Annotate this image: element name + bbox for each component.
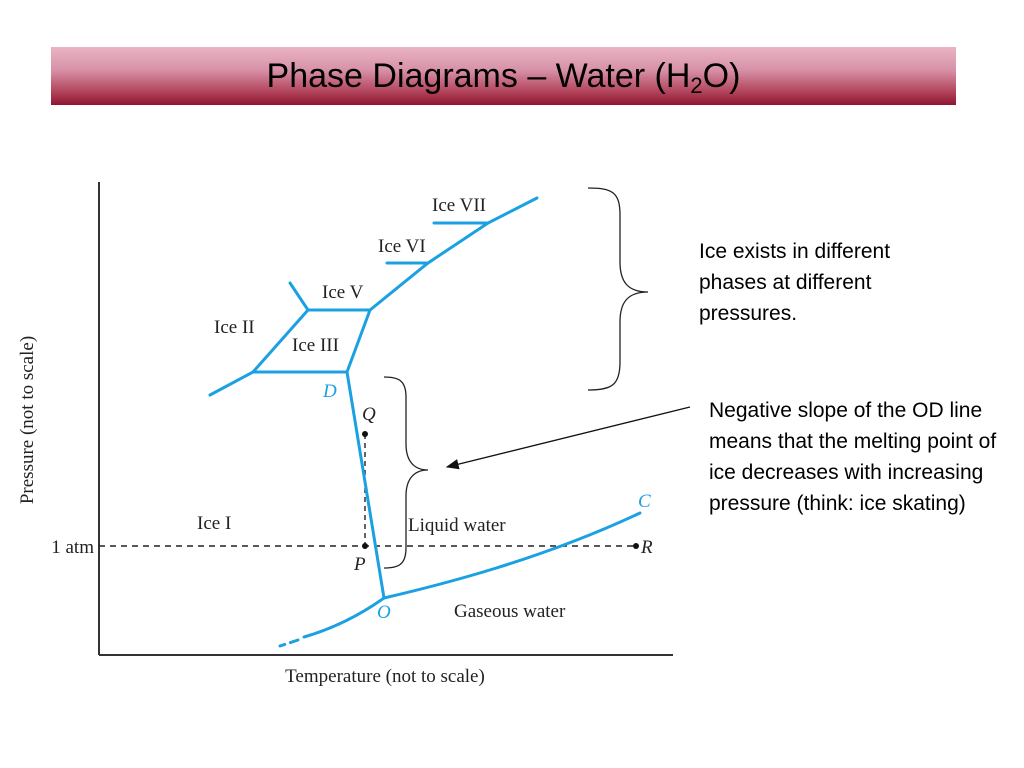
annotation-arrow [445,406,691,470]
title-main: Phase Diagrams – Water (H [266,56,691,95]
label-d: D [322,381,337,402]
y-axis-label: Pressure (not to scale) [17,336,38,504]
region-ice-vii: Ice VII [432,195,486,216]
brace-lower [383,376,429,569]
sublimation-curve-dashed [278,638,300,648]
label-q: Q [362,404,376,425]
slide-title: Phase Diagrams – Water (H2O) [266,56,741,98]
atm-label: 1 atm [51,537,94,558]
oc-vaporization-curve [382,511,642,600]
ice-ii-iii-diagonal [251,308,310,374]
annotation-ice-phases: Ice exists in different phases at differ… [699,240,891,325]
region-ice-i: Ice I [197,513,231,534]
title-end: O) [702,56,741,95]
upper-solid-boundary [368,196,539,312]
label-o: O [377,602,391,623]
ice-ii-tick [288,281,310,312]
region-liquid-water: Liquid water [408,515,506,536]
region-ice-v: Ice V [322,282,364,303]
label-c: C [638,491,651,512]
region-gaseous-water: Gaseous water [454,601,566,622]
point-q-dot [362,431,368,437]
region-ice-vi: Ice VI [378,236,426,257]
title-bar: Phase Diagrams – Water (H2O) [51,47,956,105]
title-subscript: 2 [690,72,703,98]
label-p: P [353,554,366,575]
region-ice-iii: Ice III [292,335,339,356]
od-melting-line [345,370,386,600]
phase-boundaries [208,196,642,648]
point-p-dot [362,543,368,549]
x-axis-label: Temperature (not to scale) [285,666,485,687]
label-r: R [640,537,653,558]
brace-upper [587,187,649,391]
ice-iii-v-line [345,308,372,374]
sublimation-curve [302,596,386,639]
point-r-dot [633,543,639,549]
annotation-negative-slope: Negative slope of the OD line means that… [709,399,997,515]
region-ice-ii: Ice II [214,317,255,338]
